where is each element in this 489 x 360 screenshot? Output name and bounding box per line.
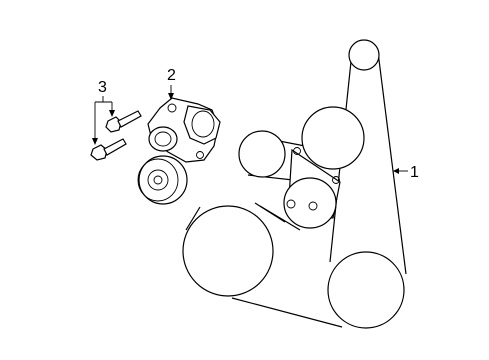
tensioner-assembly (137, 97, 221, 205)
drive-belt (185, 39, 407, 328)
crankshaft-pulley (327, 251, 405, 329)
callout-1: 1 (393, 164, 419, 181)
callout-2-label: 2 (167, 67, 176, 84)
bolts (90, 110, 142, 161)
power-steering-pulley (301, 106, 365, 170)
tensioner-pulley-installed (283, 147, 341, 229)
callout-3: 3 (92, 79, 115, 145)
alternator-pulley (182, 205, 274, 297)
bolt-lower (90, 138, 127, 161)
callout-3-label: 3 (98, 79, 107, 96)
idler-pulley-left (238, 130, 286, 178)
callout-2: 2 (167, 67, 176, 100)
top-idler-pulley (348, 39, 380, 71)
callout-1-label: 1 (410, 164, 419, 181)
bolt-upper (105, 110, 142, 133)
